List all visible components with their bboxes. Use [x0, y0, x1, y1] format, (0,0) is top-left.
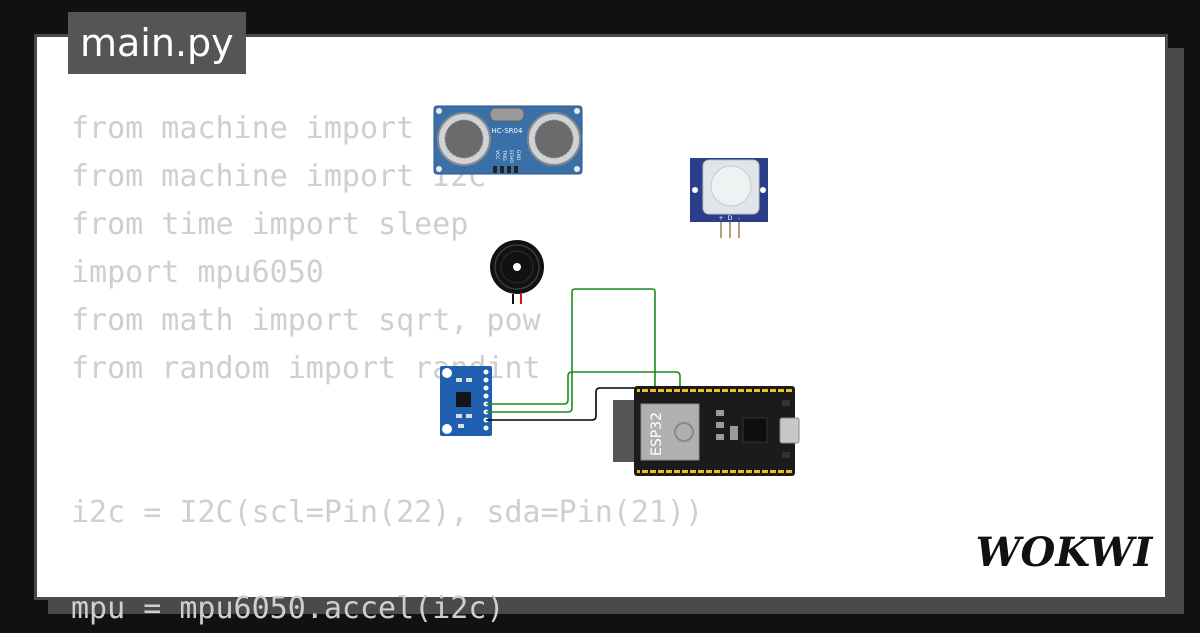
code-line: from math import sqrt, pow	[71, 303, 541, 338]
ultrasonic-sensor[interactable]: HC-SR04 VCC TRIG ECHO GND	[433, 105, 583, 175]
code-line: mpu = mpu6050.accel(i2c)	[71, 591, 505, 626]
file-tab-main[interactable]: main.py	[68, 12, 246, 74]
wokwi-logo-text: WOKWI	[976, 529, 1154, 576]
buzzer[interactable]	[490, 240, 544, 304]
ultrasonic-pin-label: GND	[515, 150, 521, 161]
wokwi-logo: WOKWI	[976, 529, 1154, 576]
mpu6050-module[interactable]	[440, 366, 492, 436]
esp32-board[interactable]: ESP32	[613, 386, 800, 476]
code-line: i2c = I2C(scl=Pin(22), sda=Pin(21))	[71, 495, 704, 530]
ultrasonic-label: HC-SR04	[492, 127, 523, 135]
pir-pin-label: D	[728, 215, 733, 222]
pir-pin-label: -	[738, 215, 740, 222]
ultrasonic-pin-label: VCC	[494, 150, 500, 159]
pir-sensor[interactable]: + D -	[690, 158, 768, 238]
code-line: from random import randint	[71, 351, 541, 386]
code-line: from time import sleep	[71, 207, 469, 242]
ultrasonic-pin-label: ECHO	[508, 150, 514, 163]
esp32-label: ESP32	[649, 412, 665, 456]
code-line: import mpu6050	[71, 255, 324, 290]
pir-pin-label: +	[718, 215, 723, 222]
wire-signal[interactable]	[486, 288, 656, 413]
wire-signal[interactable]	[486, 371, 681, 405]
ultrasonic-pin-label: TRIG	[501, 149, 507, 161]
